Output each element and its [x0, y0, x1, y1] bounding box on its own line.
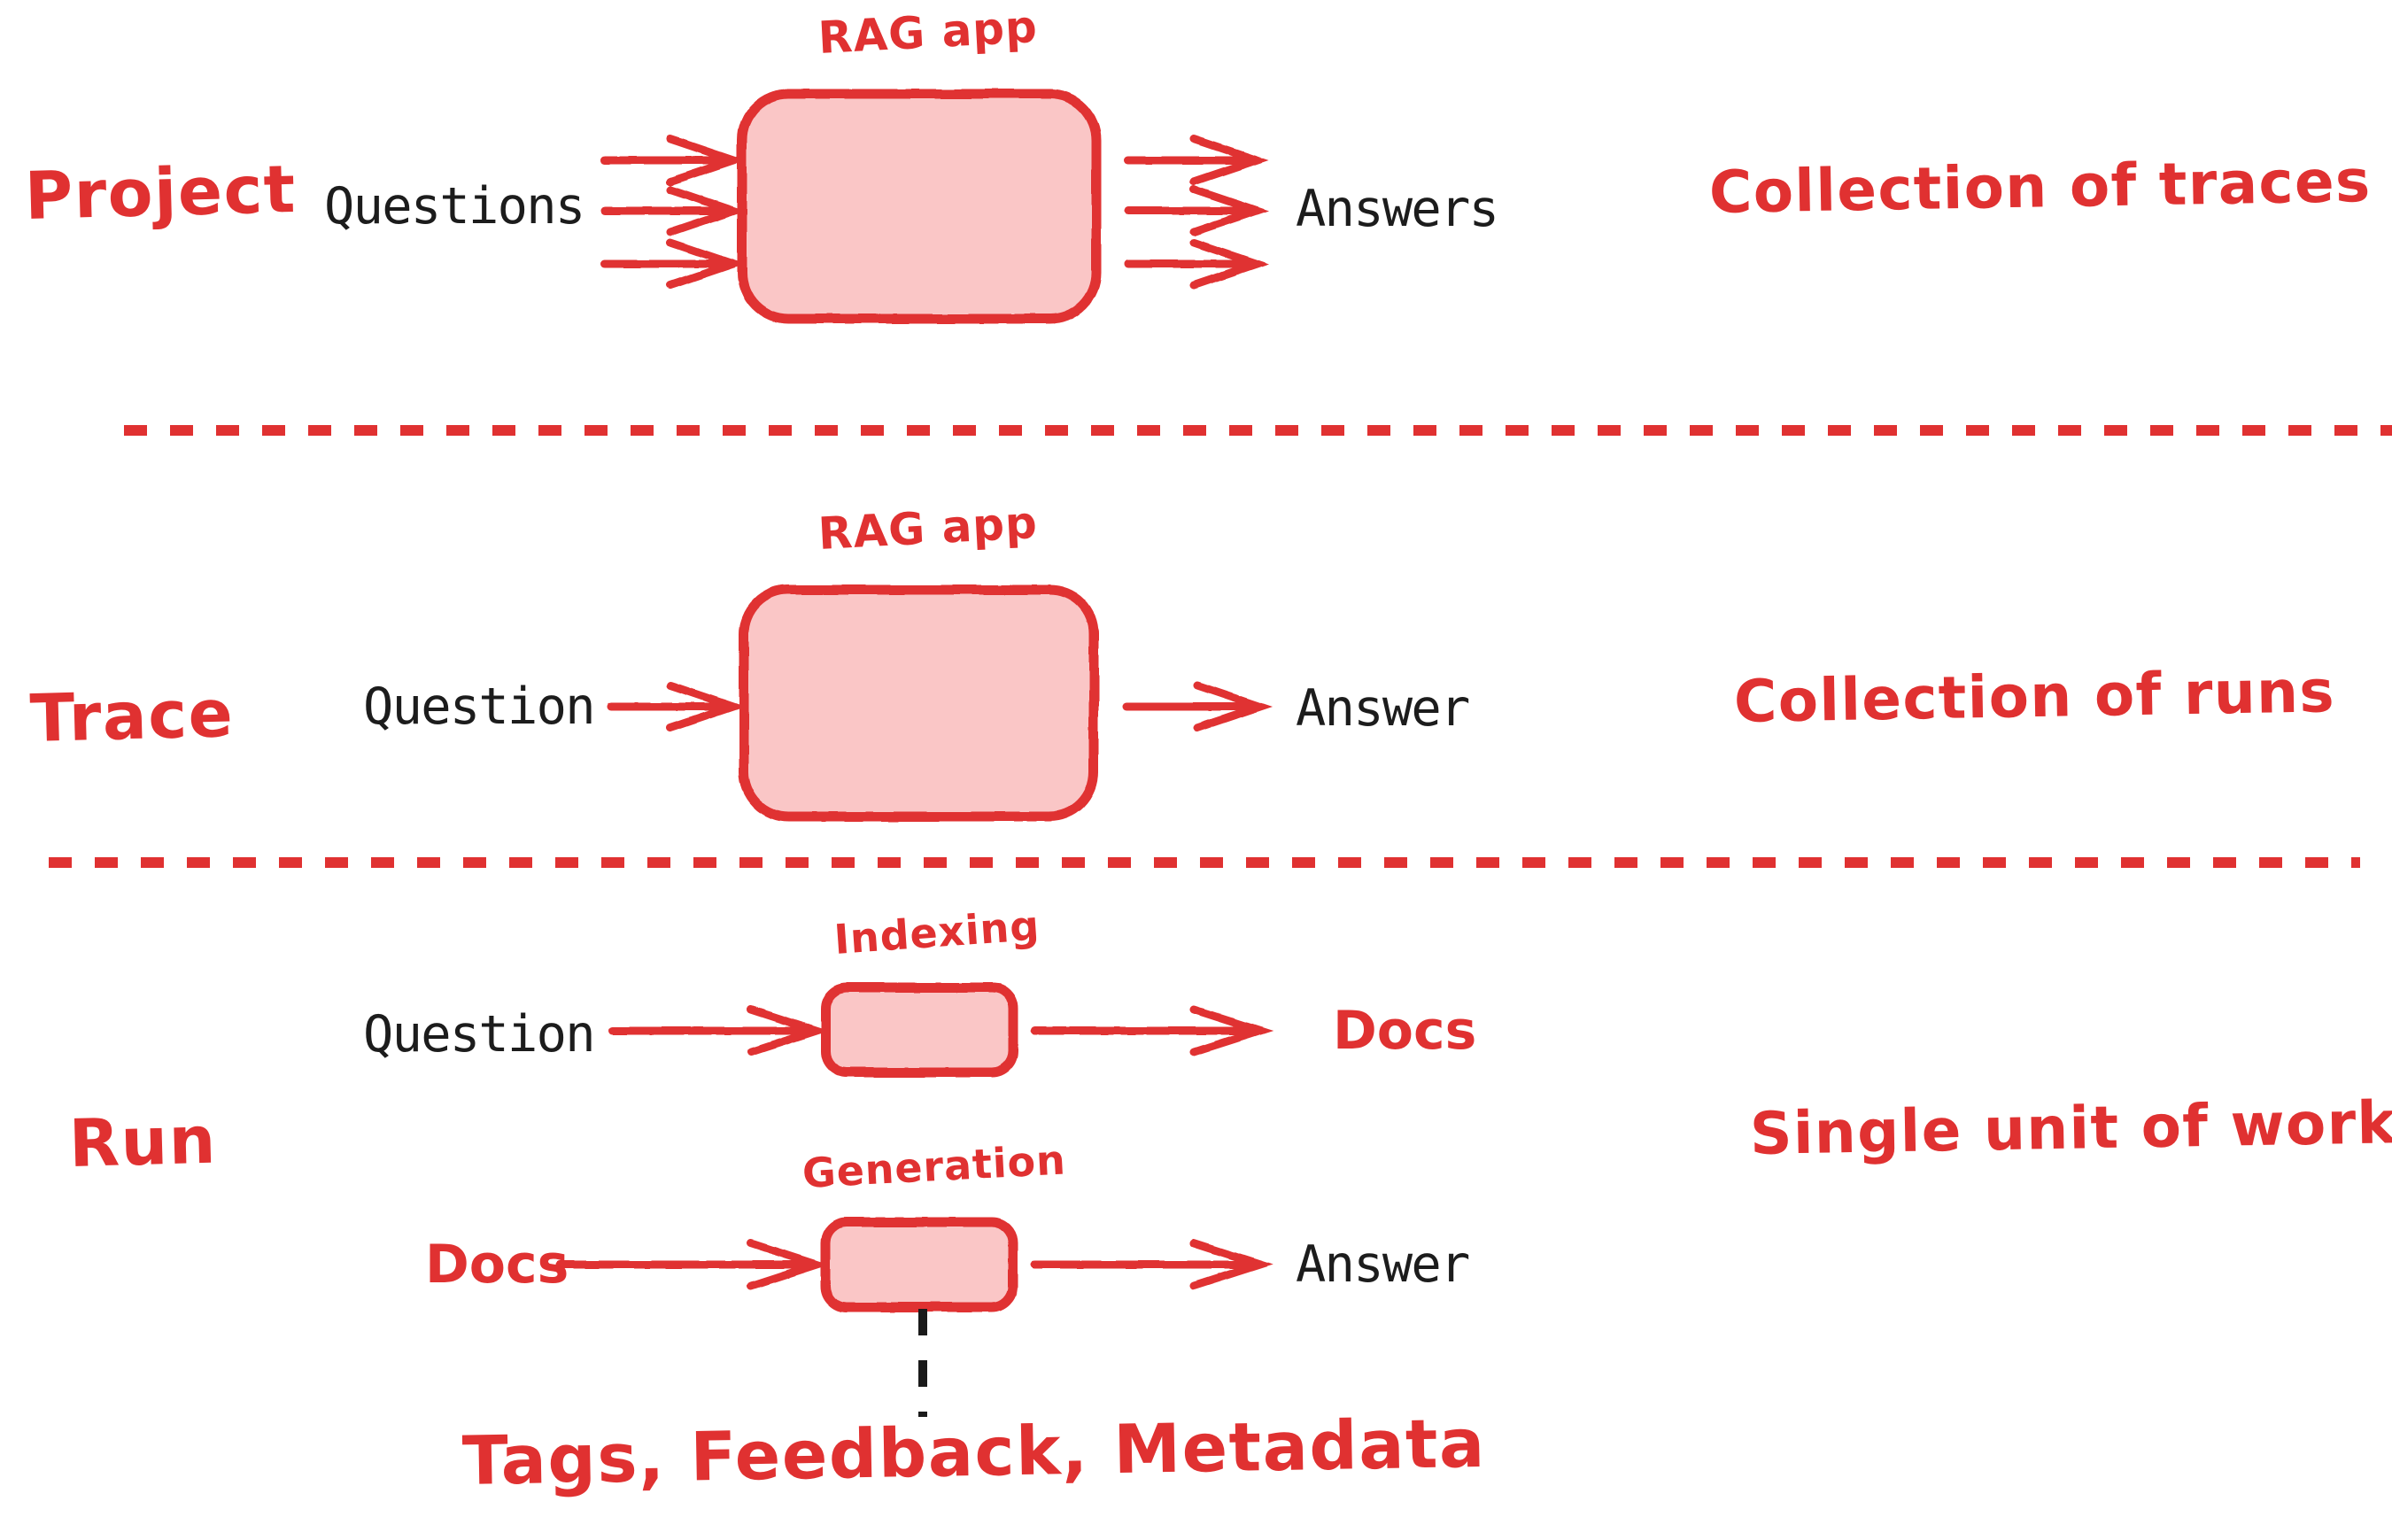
trace-rag-app-box — [739, 584, 1099, 822]
run-indexing-output-label: Docs — [1333, 1000, 1477, 1062]
run-indexing-box — [820, 982, 1018, 1078]
trace-input-arrow — [607, 681, 747, 732]
trace-output-arrow — [1122, 681, 1273, 732]
trace-input-label: Question — [363, 677, 596, 736]
run-generation-row-graphics — [555, 1217, 1273, 1417]
run-metadata-annotation-label: Tags, Feedback, Metadata — [461, 1403, 1487, 1500]
project-box-label: RAG app — [817, 1, 1040, 64]
run-generation-output-label: Answer — [1296, 1235, 1470, 1294]
run-indexing-input-arrow — [608, 1005, 830, 1056]
run-indexing-output-arrow — [1030, 1005, 1273, 1056]
run-generation-box — [820, 1217, 1018, 1312]
run-section-graphics — [555, 982, 1273, 1417]
run-generation-input-label: Docs — [425, 1234, 569, 1296]
project-output-arrows — [1124, 135, 1270, 290]
trace-description-label: Collection of runs — [1733, 657, 2336, 736]
run-generation-box-label: Generation — [801, 1135, 1067, 1197]
project-input-label: Questions — [324, 177, 585, 236]
run-description-label: Single unit of work — [1749, 1088, 2392, 1168]
project-section-graphics — [600, 89, 1270, 324]
project-output-label: Answers — [1296, 180, 1499, 238]
run-indexing-row-graphics — [608, 982, 1273, 1078]
project-description-label: Collection of traces — [1708, 146, 2373, 227]
run-generation-output-arrow — [1030, 1239, 1273, 1290]
trace-section-graphics — [607, 584, 1273, 822]
project-rag-app-box — [737, 89, 1102, 324]
run-generation-input-arrow — [555, 1239, 830, 1290]
trace-row-label: Trace — [28, 675, 236, 757]
trace-box-label: RAG app — [817, 497, 1040, 560]
run-indexing-input-label: Question — [363, 1005, 596, 1064]
project-input-arrows — [600, 135, 747, 290]
project-row-label: Project — [23, 151, 298, 235]
trace-output-label: Answer — [1296, 679, 1470, 738]
run-row-label: Run — [67, 1102, 218, 1182]
